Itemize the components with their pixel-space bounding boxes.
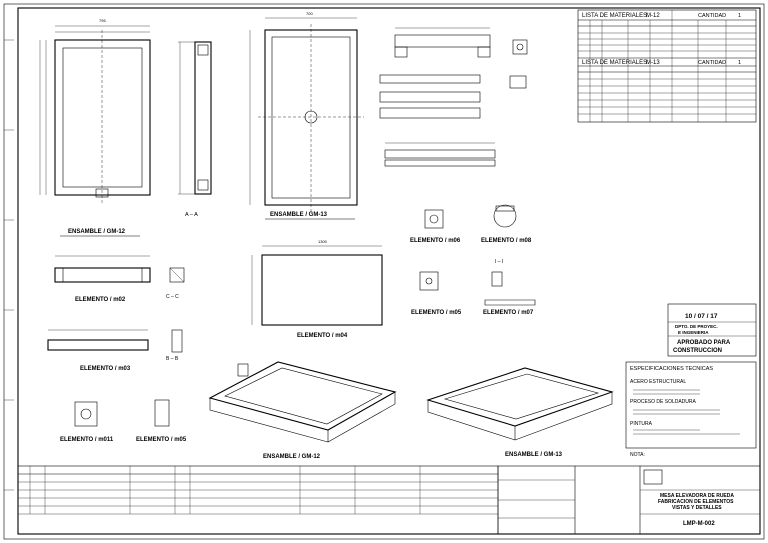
materials-qty-label-m12: CANTIDAD: [698, 13, 726, 19]
specs-weld: PROCESO DE SOLDADURA: [630, 399, 697, 405]
label-iso-m13: ENSAMBLE / GM-13: [505, 452, 563, 458]
label-section-ii: I – I: [495, 259, 503, 265]
sheet-border: [3, 3, 765, 540]
materials-title-m13: LISTA DE MATERIALES:: [582, 60, 649, 66]
view-detail-top-right: [379, 27, 528, 167]
materials-code-m13: M-13: [646, 60, 660, 66]
view-ensamble-m13-front: 700: [249, 11, 364, 212]
view-element-m03: [47, 329, 183, 353]
approval-stamp: [667, 303, 757, 357]
materials-qty-m13: 1: [738, 60, 741, 66]
label-iso-m12: ENSAMBLE / GM-12: [263, 454, 321, 460]
label-section-cc: C – C: [166, 294, 179, 300]
label-ensamble-m12: ENSAMBLE / GM-12: [68, 229, 126, 235]
title-line-1: MESA ELEVADORA DE RUEDA: [660, 493, 734, 499]
label-element-m03: ELEMENTO / m03: [80, 366, 131, 372]
label-element-m08: ELEMENTO / m08: [481, 238, 532, 244]
label-ensamble-m13: ENSAMBLE / GM-13: [270, 212, 328, 218]
stamp-date: 10 / 07 / 17: [685, 313, 718, 320]
drawing-frame: [17, 7, 761, 535]
view-element-m05-bottom: [154, 399, 170, 427]
view-element-m05-top: [419, 271, 439, 291]
label-element-m011: ELEMENTO / m011: [60, 437, 114, 443]
iso-ensamble-m13: [426, 367, 614, 441]
label-element-m02: ELEMENTO / m02: [75, 297, 126, 303]
stamp-approval-2: CONSTRUCCION: [673, 348, 722, 354]
label-section-bb: B – B: [166, 356, 179, 362]
label-section-aa: A – A: [185, 212, 198, 218]
label-element-m06: ELEMENTO / m06: [410, 238, 461, 244]
view-element-m08: [493, 204, 517, 228]
stamp-dept-1: DPTO. DE PROYEC.: [675, 324, 718, 329]
view-element-m06: [424, 209, 444, 229]
svg-text:1300: 1300: [318, 239, 328, 244]
label-element-m07: ELEMENTO / m07: [483, 310, 534, 316]
title-line-3: VISTAS Y DETALLES: [672, 505, 722, 511]
materials-qty-m12: 1: [738, 13, 741, 19]
drawing-number: LMP-M-002: [683, 521, 715, 527]
label-element-m05: ELEMENTO / m05: [411, 310, 462, 316]
materials-code-m12: M-12: [646, 13, 660, 19]
view-element-m011: [74, 401, 98, 427]
specs-notes: NOTA:: [630, 452, 645, 458]
view-element-m02: [54, 255, 185, 283]
margin-marks: [4, 39, 14, 491]
materials-qty-label-m13: CANTIDAD: [698, 60, 726, 66]
view-section-aa: [178, 41, 212, 195]
specs-title: ESPECIFICACIONES TECNICAS: [630, 366, 713, 372]
view-element-m07: [484, 271, 536, 306]
materials-table: [577, 9, 757, 123]
view-ensamble-m12-front: 795: [39, 18, 151, 205]
title-line-2: FABRICACION DE ELEMENTOS: [658, 499, 734, 505]
label-element-m05-b: ELEMENTO / m05: [136, 437, 187, 443]
svg-text:700: 700: [306, 11, 313, 16]
stamp-approval-1: APROBADO PARA: [677, 340, 731, 346]
materials-title-m12: LISTA DE MATERIALES:: [582, 13, 649, 19]
title-block: [497, 465, 761, 535]
specs-paint: PINTURA: [630, 421, 653, 427]
label-element-m04: ELEMENTO / m04: [297, 333, 348, 339]
revision-table: [17, 465, 499, 535]
specs-steel: ACERO ESTRUCTURAL: [630, 379, 686, 385]
view-element-m04: 1300: [251, 239, 383, 326]
specs-box: [625, 361, 757, 449]
iso-ensamble-m12: [208, 361, 397, 443]
svg-text:795: 795: [99, 18, 106, 23]
stamp-dept-2: E INGENIERIA: [678, 330, 709, 335]
